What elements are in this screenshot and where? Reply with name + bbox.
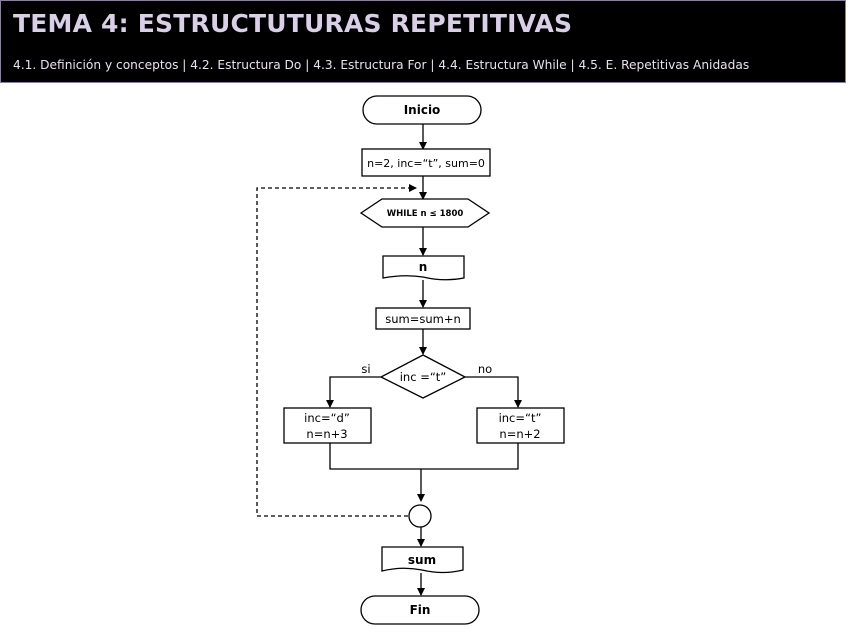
output-n-label: n bbox=[419, 260, 428, 274]
yes-label-line2: n=n+3 bbox=[306, 427, 347, 441]
loop-back-dashed bbox=[256, 184, 417, 517]
output-sum-label: sum bbox=[408, 553, 436, 567]
connector-yes-merge bbox=[329, 443, 519, 470]
start-label: Inicio bbox=[404, 103, 441, 117]
decision-diamond bbox=[379, 354, 467, 399]
branch-no-label: no bbox=[478, 362, 492, 376]
branch-yes-label: si bbox=[361, 362, 370, 376]
process-label: sum=sum+n bbox=[385, 312, 461, 326]
no-label-line1: inc=“t” bbox=[499, 411, 542, 425]
end-label: Fin bbox=[410, 603, 431, 617]
slide-header: TEMA 4: ESTRUCTUTURAS REPETITIVAS 4.1. D… bbox=[0, 0, 846, 83]
end-terminal bbox=[360, 595, 480, 625]
yes-process bbox=[283, 407, 372, 444]
start-terminal bbox=[362, 95, 482, 125]
yes-label-line1: inc=“d” bbox=[304, 411, 350, 425]
connector-branch-yes bbox=[326, 376, 381, 408]
loop-label: WHILE n ≤ 1800 bbox=[387, 209, 464, 219]
section-breadcrumb: 4.1. Definición y conceptos | 4.2. Estru… bbox=[13, 58, 750, 72]
sum-process bbox=[375, 307, 471, 330]
decision-label: inc =“t” bbox=[400, 370, 447, 384]
init-label: n=2, inc=“t”, sum=0 bbox=[367, 157, 485, 170]
while-loop-hexagon bbox=[359, 198, 491, 228]
no-process bbox=[476, 407, 565, 444]
init-process bbox=[361, 148, 491, 177]
connector-branch-no bbox=[465, 376, 522, 408]
junction-circle bbox=[408, 504, 432, 528]
slide-title: TEMA 4: ESTRUCTUTURAS REPETITIVAS bbox=[13, 9, 573, 38]
output-sum-document bbox=[381, 546, 464, 574]
no-label-line2: n=n+2 bbox=[499, 427, 540, 441]
output-n-document bbox=[382, 255, 465, 281]
